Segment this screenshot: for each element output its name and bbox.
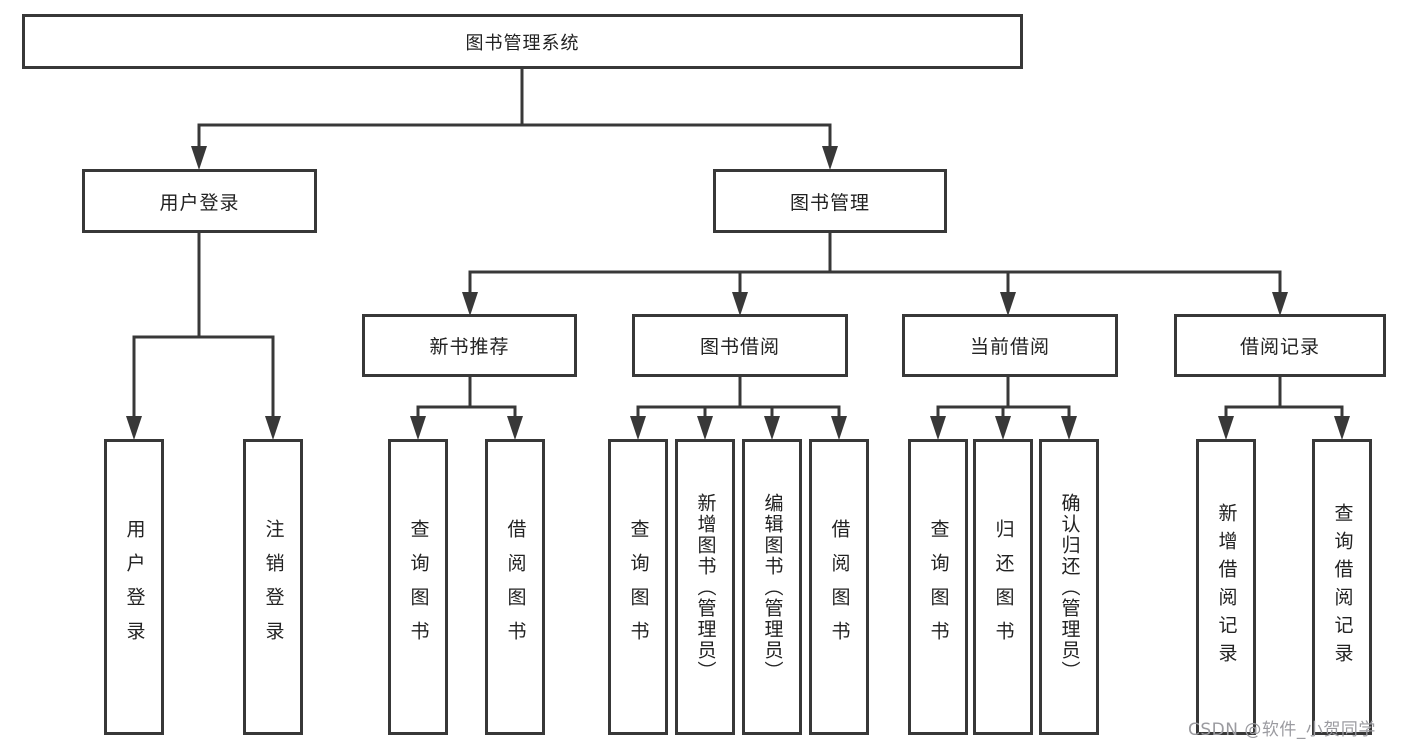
leaf-add-books-admin: 新增图书（管理员） [675,439,735,735]
node-label: 用户登录 [159,191,240,214]
leaf-label: 用户登录 [123,519,146,655]
node-label: 借阅记录 [1239,336,1320,358]
node-label: 图书管理系统 [465,32,580,54]
node-book-borrowing: 图书借阅 [632,314,848,377]
leaf-label: 编辑图书（管理员） [761,492,784,682]
leaf-label: 查询借阅记录 [1331,503,1354,671]
leaf-label: 查询图书 [627,519,650,655]
leaf-confirm-return-admin: 确认归还（管理员） [1039,439,1099,735]
node-new-book-recommendation: 新书推荐 [362,314,577,377]
leaf-add-borrow-record: 新增借阅记录 [1196,439,1256,735]
leaf-label: 借阅图书 [504,519,527,655]
leaf-label: 注销登录 [262,519,285,655]
arrowheads [126,146,1350,440]
node-label: 新书推荐 [429,336,510,358]
watermark: CSDN @软件_小贺同学 [1188,720,1376,740]
leaf-query-borrow-record: 查询借阅记录 [1312,439,1372,735]
leaf-return-books: 归还图书 [973,439,1033,735]
leaf-query-books-recommend: 查询图书 [388,439,448,735]
leaf-query-books-current: 查询图书 [908,439,968,735]
leaf-label: 新增图书（管理员） [694,492,717,682]
node-library-management-system: 图书管理系统 [22,14,1023,69]
leaf-borrow-books: 借阅图书 [809,439,869,735]
node-label: 图书借阅 [699,336,780,358]
node-label: 图书管理 [789,191,870,214]
leaf-user-login: 用户登录 [104,439,164,735]
node-book-management: 图书管理 [713,169,947,233]
leaf-label: 归还图书 [992,519,1015,655]
node-current-borrowing: 当前借阅 [902,314,1118,377]
leaf-label: 新增借阅记录 [1215,503,1238,671]
node-label: 当前借阅 [969,336,1050,358]
leaf-label: 查询图书 [407,519,430,655]
node-borrowing-records: 借阅记录 [1174,314,1386,377]
node-user-login: 用户登录 [82,169,317,233]
leaf-query-books-borrow: 查询图书 [608,439,668,735]
leaf-borrow-books-recommend: 借阅图书 [485,439,545,735]
leaf-label: 借阅图书 [828,519,851,655]
leaf-edit-books-admin: 编辑图书（管理员） [742,439,802,735]
leaf-label: 查询图书 [927,519,950,655]
leaf-label: 确认归还（管理员） [1058,492,1081,682]
leaf-logout: 注销登录 [243,439,303,735]
